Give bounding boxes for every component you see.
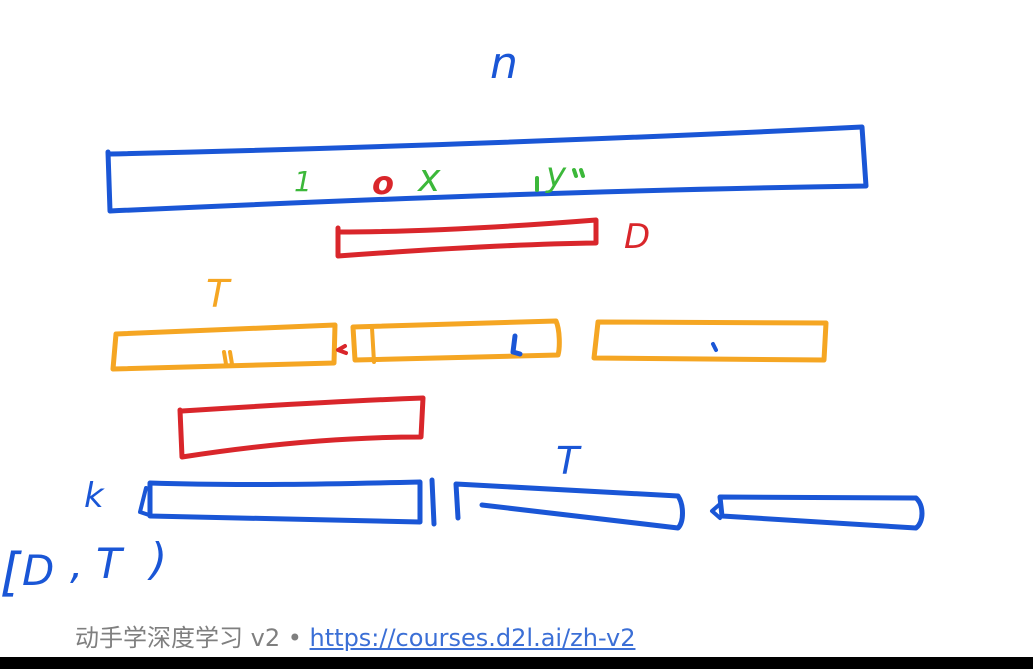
bottom-black-bar bbox=[0, 657, 1033, 669]
segment-blue-1-left-mark bbox=[138, 486, 154, 518]
segment-blue-3-arrow bbox=[710, 502, 722, 520]
segment-blue-divider bbox=[429, 477, 437, 527]
segment-blue-3 bbox=[717, 494, 925, 531]
label-one: 1 bbox=[294, 165, 312, 198]
course-footer: 动手学深度学习 v2 • https://courses.d2l.ai/zh-v… bbox=[75, 618, 635, 653]
segment-blue-1 bbox=[147, 479, 423, 525]
full-sequence-bar bbox=[105, 124, 869, 214]
label-T-bottom: T bbox=[556, 439, 582, 483]
segment-orange-2 bbox=[350, 318, 562, 363]
window-red-bar bbox=[177, 395, 426, 460]
label-D: D bbox=[624, 217, 650, 257]
segment-orange-1 bbox=[110, 322, 338, 372]
label-k: k bbox=[84, 476, 105, 516]
label-T-top: T bbox=[206, 272, 232, 316]
label-n: n bbox=[490, 38, 518, 89]
segment-blue-2 bbox=[453, 481, 685, 531]
window-D-bar bbox=[335, 217, 599, 259]
range-open: [ bbox=[0, 543, 22, 603]
course-url-link[interactable]: https://courses.d2l.ai/zh-v2 bbox=[309, 624, 636, 652]
segment-orange-2-mark bbox=[510, 333, 523, 357]
segment-orange-1-mark bbox=[222, 350, 234, 366]
label-zero: o bbox=[372, 164, 394, 202]
segment-orange-3-mark bbox=[711, 342, 718, 352]
range-T: T bbox=[96, 539, 125, 588]
range-comma: , bbox=[70, 539, 83, 588]
range-D: D bbox=[22, 546, 54, 595]
label-y: y bbox=[545, 155, 567, 195]
segment-orange-2-divider bbox=[370, 326, 376, 364]
segment-orange-3 bbox=[591, 319, 829, 363]
red-link-mark bbox=[336, 344, 348, 355]
course-title: 动手学深度学习 v2 • bbox=[75, 624, 302, 652]
label-x: x bbox=[417, 156, 441, 200]
range-close: ) bbox=[147, 534, 167, 585]
y-tick-right bbox=[572, 168, 585, 178]
